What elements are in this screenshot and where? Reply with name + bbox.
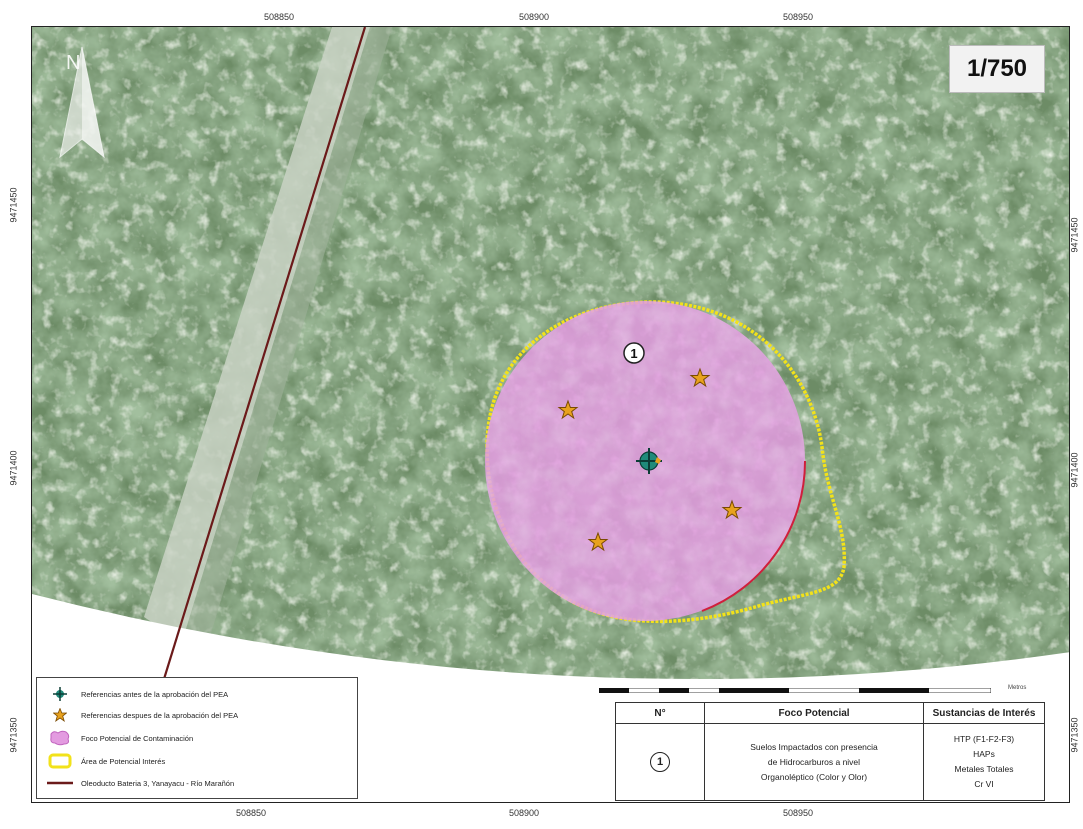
row-sustancias-cell: HTP (F1-F2-F3) HAPs Metales Totales Cr V… <box>923 723 1045 801</box>
sustancia-item: Cr VI <box>974 779 994 789</box>
cross-marker[interactable] <box>636 448 662 474</box>
scale-ratio-badge: 1/750 <box>949 45 1045 93</box>
north-label: N <box>66 52 80 74</box>
foco-line: Suelos Impactados con presencia <box>750 741 878 752</box>
sustancia-item: HTP (F1-F2-F3) <box>953 734 1015 744</box>
pipeline-right-of-way <box>144 27 370 642</box>
focus-number-label: 1 <box>630 346 637 361</box>
coord-top-1: 508850 <box>264 12 295 22</box>
north-arrow: N <box>59 46 105 159</box>
right-of-way-edge <box>182 27 392 647</box>
star-marker-3[interactable] <box>721 499 743 520</box>
coord-left-1: 9471450 <box>8 187 19 223</box>
coord-right-1: 9471450 <box>1069 217 1080 253</box>
foco-line: Organoléptico (Color y Olor) <box>760 771 868 782</box>
header-sustancias: Sustancias de Interés <box>923 702 1045 724</box>
row-foco-cell: Suelos Impactados con presencia de Hidro… <box>704 723 924 801</box>
sustancia-item: Metales Totales <box>954 764 1014 774</box>
legend-label: Referencias antes de la aprobación del P… <box>81 689 229 699</box>
coord-bottom-2: 508900 <box>509 808 540 818</box>
aerial-map[interactable]: 1 N <box>32 27 1070 803</box>
legend-label: Referencias despues de la aprobación del… <box>81 710 239 720</box>
legend-label: Foco Potencial de Contaminación <box>81 733 194 743</box>
orange-star-marker-icon <box>45 708 75 722</box>
header-foco: Foco Potencial <box>704 702 924 724</box>
star-markers <box>557 367 743 552</box>
yellow-outline-swatch-icon <box>45 753 75 769</box>
coord-right-3: 9471350 <box>1069 717 1080 753</box>
focus-edge-red <box>701 460 807 612</box>
map-frame[interactable]: 1 N 1/750 Metros Referencias antes de la… <box>31 26 1070 803</box>
legend-item-after-pea: Referencias despues de la aprobación del… <box>45 706 238 724</box>
legend-item-interest: Área de Potencial Interés <box>45 752 165 770</box>
coord-bottom-3: 508950 <box>783 808 814 818</box>
star-marker-4[interactable] <box>587 531 609 552</box>
dark-red-line-icon <box>45 780 75 786</box>
legend-item-pipeline: Oleoducto Bateria 3, Yanayacu - Río Mara… <box>45 774 234 792</box>
pipeline-line <box>158 27 367 693</box>
coord-top-3: 508950 <box>783 12 814 22</box>
table-header-row: N° Foco Potencial Sustancias de Interés <box>615 702 1045 724</box>
table-row: 1 Suelos Impactados con presencia de Hid… <box>615 723 1045 801</box>
foco-line: de Hidrocarburos a nivel <box>767 756 861 767</box>
pink-area-swatch-icon <box>45 730 75 746</box>
teal-cross-marker-icon <box>45 687 75 701</box>
coord-left-2: 9471400 <box>8 450 19 486</box>
star-marker-2[interactable] <box>557 399 579 420</box>
graphic-scale-bar <box>599 688 991 693</box>
legend-label: Área de Potencial Interés <box>81 756 166 766</box>
focus-info-table: N° Foco Potencial Sustancias de Interés … <box>615 702 1045 801</box>
row-number-cell: 1 <box>615 723 705 801</box>
scalebar-units: Metros <box>1008 685 1027 691</box>
focus-number-marker[interactable] <box>623 342 645 364</box>
coord-top-2: 508900 <box>519 12 550 22</box>
star-marker-1[interactable] <box>689 367 711 388</box>
coord-left-3: 9471350 <box>8 717 19 753</box>
header-number: N° <box>615 702 705 724</box>
legend-item-focus: Foco Potencial de Contaminación <box>45 729 193 747</box>
legend-label: Oleoducto Bateria 3, Yanayacu - Río Mara… <box>81 778 235 788</box>
sustancia-item: HAPs <box>973 749 995 759</box>
legend-item-before-pea: Referencias antes de la aprobación del P… <box>45 685 228 703</box>
coord-bottom-1: 508850 <box>236 808 267 818</box>
coord-right-2: 9471400 <box>1069 452 1080 488</box>
map-legend: Referencias antes de la aprobación del P… <box>36 677 358 799</box>
row-number-badge: 1 <box>650 752 670 772</box>
